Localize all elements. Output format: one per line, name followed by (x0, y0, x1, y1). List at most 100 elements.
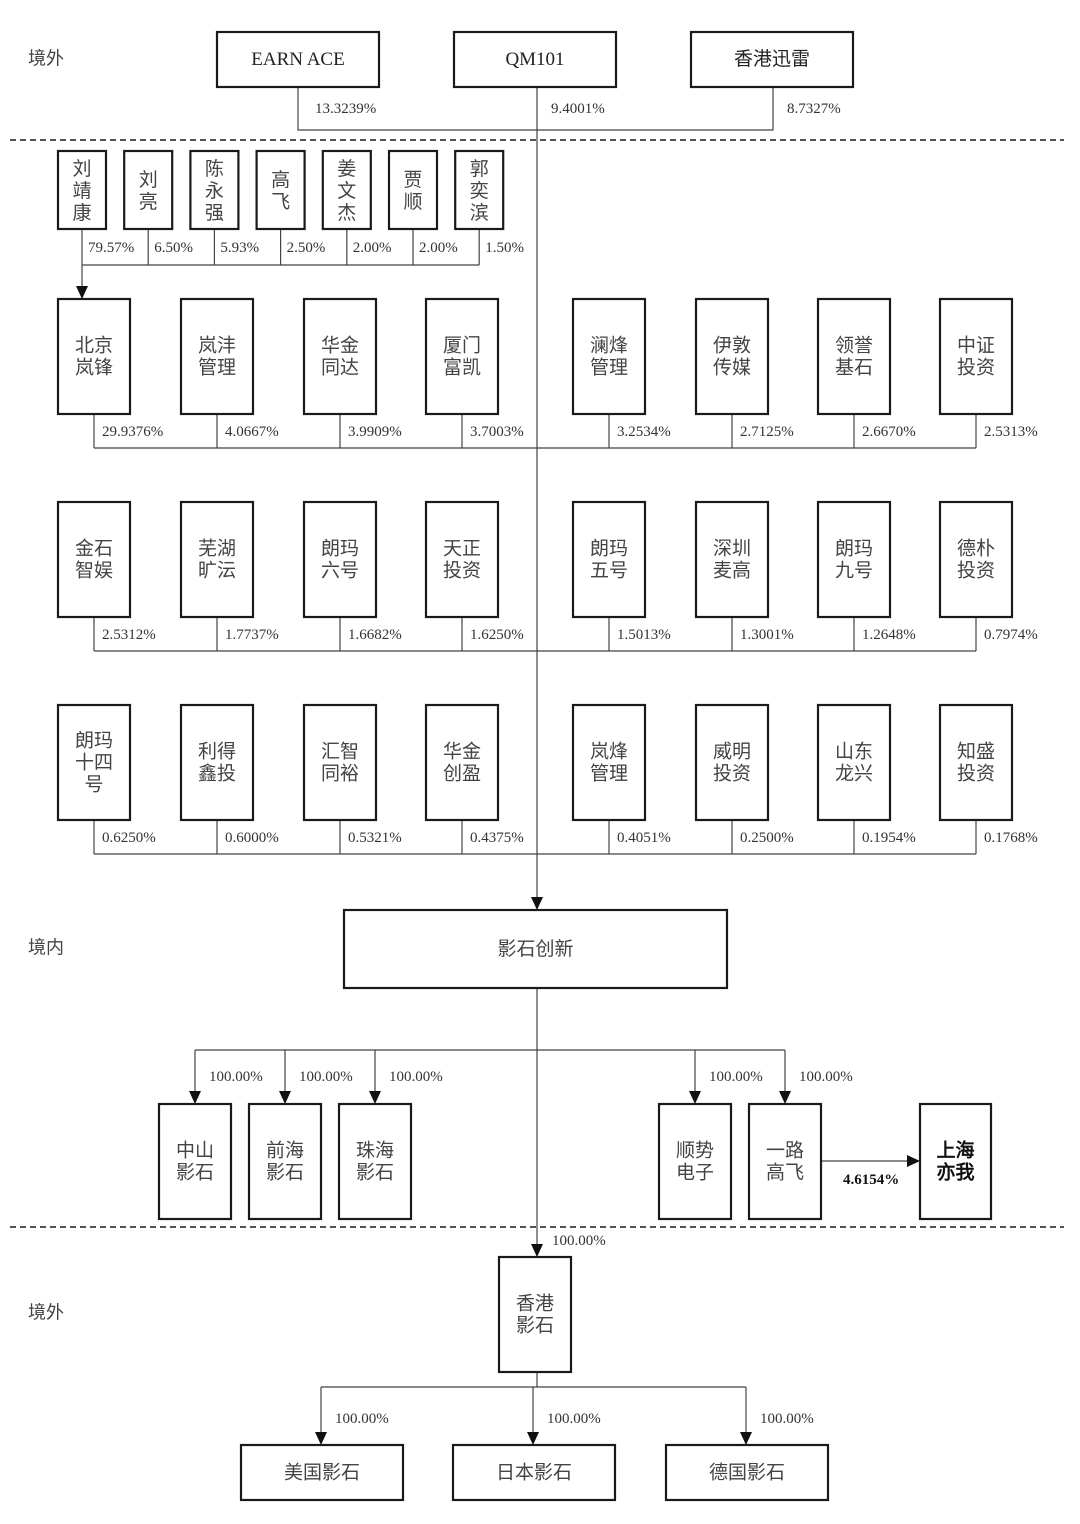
individual-box (189, 149, 240, 231)
overseas-subsidiary-box-label: 德国影石 (709, 1462, 785, 1484)
arrow-to-overseas-subsidiary-icon (740, 1432, 752, 1445)
domestic-subsidiary-pct: 100.00% (209, 1069, 263, 1085)
individual-pct: 1.50% (485, 240, 524, 256)
overseas-subsidiary-pct: 100.00% (547, 1411, 601, 1427)
shareholder-box (56, 297, 132, 416)
domestic-subsidiary-box (747, 1102, 823, 1221)
hk-subsidiary-pct: 100.00% (552, 1233, 606, 1249)
arrow-to-investee-icon (907, 1155, 920, 1167)
shareholder-pct: 2.5313% (984, 424, 1038, 440)
shareholder-box-label-line: 领誉 (835, 335, 873, 357)
domestic-subsidiary-box-label-line: 中山 (176, 1140, 214, 1162)
shareholder-pct: 29.9376% (102, 424, 163, 440)
overseas-subsidiary-box (451, 1443, 617, 1502)
arrow-to-subsidiary-icon (689, 1091, 701, 1104)
shareholder-pct: 1.6250% (470, 627, 524, 643)
individual-box (454, 149, 505, 231)
shareholder-pct: 2.5312% (102, 627, 156, 643)
shareholder-pct: 3.9909% (348, 424, 402, 440)
individual-box (387, 149, 439, 231)
arrow-to-subsidiary-icon (279, 1091, 291, 1104)
shareholder-pct: 0.2500% (740, 830, 794, 846)
shareholder-box-label-line: 厦门 (443, 335, 481, 357)
shareholder-box-label-line: 五号 (590, 560, 628, 582)
overseas-subsidiary-box (664, 1443, 830, 1502)
shareholder-box-label-line: 金石 (75, 538, 113, 560)
individual-name-char: 奕 (470, 180, 489, 202)
individual-box (123, 149, 174, 231)
shareholder-box-label-line: 创盈 (443, 763, 481, 785)
shareholder-box (302, 297, 378, 416)
offshore-shareholder-box (689, 30, 855, 89)
connector-lines (10, 87, 1064, 1445)
domestic-subsidiary-box (247, 1102, 323, 1221)
shareholder-box-label-line: 朗玛 (590, 538, 628, 560)
shareholder-box (938, 703, 1014, 822)
individual-name-char: 陈 (205, 158, 224, 180)
shareholder-box-label-line: 芜湖 (198, 538, 236, 560)
shareholder-box (938, 297, 1014, 416)
offshore-connector (297, 87, 774, 131)
shareholder-box-label-line: 鑫投 (198, 763, 236, 785)
shareholder-pct: 0.4375% (470, 830, 524, 846)
individual-pct: 2.00% (353, 240, 392, 256)
individual-box (56, 149, 108, 231)
shareholder-box-label-line: 同裕 (321, 763, 359, 785)
overseas-subsidiary-pct: 100.00% (760, 1411, 814, 1427)
individual-pct: 5.93% (220, 240, 259, 256)
arrow-to-subsidiary-icon (189, 1091, 201, 1104)
shareholder-box-label-line: 岚沣 (198, 335, 236, 357)
shareholder-pct: 2.6670% (862, 424, 916, 440)
shareholder-box-label-line: 山东 (835, 741, 873, 763)
shareholder-box-label-line: 华金 (443, 741, 481, 763)
offshore-shareholder-box (452, 30, 618, 89)
shareholder-box-label-line: 富凯 (443, 357, 481, 379)
shareholder-pct: 0.6250% (102, 830, 156, 846)
arrow-to-subsidiary-icon (779, 1091, 791, 1104)
shareholder-box-label-line: 中证 (957, 335, 995, 357)
shareholder-box-label-line: 号 (84, 774, 103, 796)
shareholder-box-label-line: 旷沄 (198, 560, 236, 582)
domestic-subsidiary-box-label-line: 电子 (676, 1162, 714, 1184)
shareholder-box (816, 500, 892, 619)
shareholder-box-label-line: 投资 (957, 763, 995, 785)
shareholder-box-label-line: 传媒 (713, 357, 751, 379)
shareholder-box (179, 500, 255, 619)
shareholder-box-label-line: 汇智 (321, 741, 359, 763)
individual-name-char: 顺 (403, 191, 422, 213)
domestic-subsidiary-box-label-line: 影石 (176, 1162, 214, 1184)
shareholder-box-label-line: 朗玛 (835, 538, 873, 560)
individual-name-char: 飞 (271, 191, 290, 213)
overseas-subsidiary-box-label: 美国影石 (284, 1462, 360, 1484)
domestic-subsidiary-box-label-line: 高飞 (766, 1162, 804, 1184)
company-box-label: 影石创新 (497, 938, 573, 960)
shareholder-box (179, 297, 255, 416)
domestic-subsidiary-box-label-line: 影石 (266, 1162, 304, 1184)
individual-name: 陈永强 (205, 158, 224, 224)
shareholder-box-label-line: 基石 (835, 357, 873, 379)
overseas-subsidiary-pct: 100.00% (335, 1411, 389, 1427)
shareholder-box-label-line: 同达 (321, 357, 359, 379)
shareholder-box (816, 297, 892, 416)
shareholder-box-label-line: 龙兴 (835, 763, 873, 785)
entity-boxes (56, 30, 1014, 1502)
zone-label-domestic: 境内 (28, 938, 64, 959)
domestic-subsidiary-pct: 100.00% (799, 1069, 853, 1085)
individual-name: 贾顺 (403, 169, 422, 213)
shareholder-box (938, 500, 1014, 619)
domestic-subsidiary-box (157, 1102, 233, 1221)
shareholder-box-label-line: 知盛 (957, 741, 995, 763)
shareholder-pct: 0.1954% (862, 830, 916, 846)
individual-name-char: 亮 (139, 191, 158, 213)
zone-label-offshore-bottom: 境外 (28, 1303, 64, 1324)
hk-subsidiary-box-label-line: 香港 (516, 1293, 554, 1315)
shareholder-box-label-line: 投资 (957, 560, 995, 582)
shareholder-pct: 0.6000% (225, 830, 279, 846)
shareholder-box-label-line: 管理 (590, 357, 628, 379)
offshore-shareholder-box (215, 30, 381, 89)
individual-name-char: 滨 (470, 202, 489, 224)
shareholder-box-label-line: 利得 (198, 741, 236, 763)
domestic-subsidiary-pct: 100.00% (389, 1069, 443, 1085)
shareholder-box (302, 500, 378, 619)
